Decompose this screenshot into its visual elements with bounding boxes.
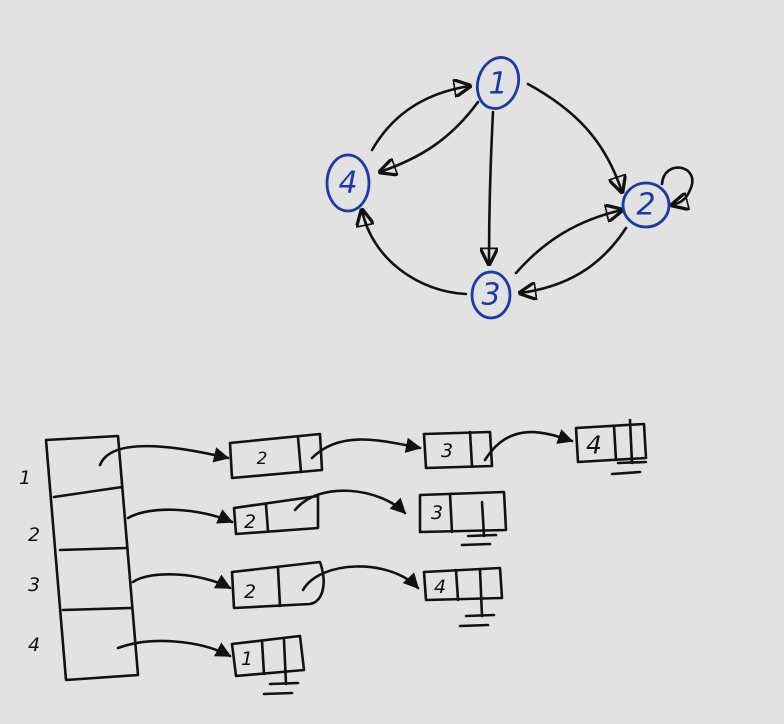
list-row-4: 1	[116, 634, 306, 696]
null-terminator	[458, 568, 496, 628]
node-3: 3	[470, 270, 512, 320]
index-array	[44, 434, 140, 682]
list-node-value: 3	[431, 502, 443, 524]
null-terminator	[610, 418, 648, 476]
list-node-value: 4	[586, 431, 602, 460]
edge-4-to-1	[370, 86, 470, 152]
null-terminator	[460, 500, 498, 547]
list-node-value: 2	[257, 449, 268, 469]
pointer-arrow	[131, 573, 232, 590]
node-label-3: 3	[481, 278, 500, 313]
list-node: 3	[422, 430, 494, 470]
node-label-1: 1	[488, 67, 507, 102]
list-row-2: 2 3	[126, 489, 508, 547]
next-arrow	[293, 489, 407, 515]
list-node-value: 1	[241, 648, 253, 670]
node-label-4: 4	[338, 166, 357, 201]
next-arrow	[301, 565, 420, 592]
pointer-arrow	[126, 508, 234, 524]
node-label-2: 2	[636, 188, 655, 223]
index-label-3: 3	[28, 574, 40, 596]
node-1: 1	[475, 56, 521, 110]
edge-2-to-3	[520, 226, 628, 293]
pointer-arrow	[98, 444, 230, 467]
index-label-2: 2	[28, 524, 40, 546]
list-node-value: 2	[244, 511, 256, 533]
edge-1-to-4	[380, 100, 480, 172]
list-node-value: 3	[441, 440, 453, 462]
index-label-1: 1	[19, 467, 31, 489]
next-arrow	[310, 437, 422, 460]
pointer-arrow	[116, 639, 232, 658]
list-row-3: 2 4	[131, 560, 504, 628]
list-row-1: 2 3 4	[98, 418, 648, 480]
list-node-value: 4	[434, 576, 446, 598]
node-4: 4	[325, 153, 371, 213]
list-node: 2	[230, 560, 325, 610]
next-arrow	[483, 429, 574, 462]
node-2: 2	[621, 181, 671, 229]
directed-graph: 1 2 3 4	[325, 56, 694, 320]
edge-3-to-2	[514, 210, 622, 275]
index-labels: 1 2 3 4	[19, 467, 40, 656]
list-node: 1	[230, 634, 306, 678]
edge-1-to-3	[489, 110, 493, 264]
edge-2-to-2-self-loop	[660, 166, 694, 205]
list-node: 2	[228, 432, 324, 480]
edge-3-to-4	[362, 210, 468, 296]
edge-1-to-2	[526, 82, 622, 192]
list-node: 4	[422, 566, 504, 602]
list-node: 4	[574, 422, 648, 464]
index-label-4: 4	[28, 634, 40, 656]
null-terminator	[262, 638, 300, 696]
list-node: 3	[418, 490, 508, 534]
list-node: 2	[232, 494, 320, 536]
list-node-value: 2	[244, 581, 256, 603]
adjacency-list: 1 2 3 4 2 3 4	[19, 418, 648, 696]
